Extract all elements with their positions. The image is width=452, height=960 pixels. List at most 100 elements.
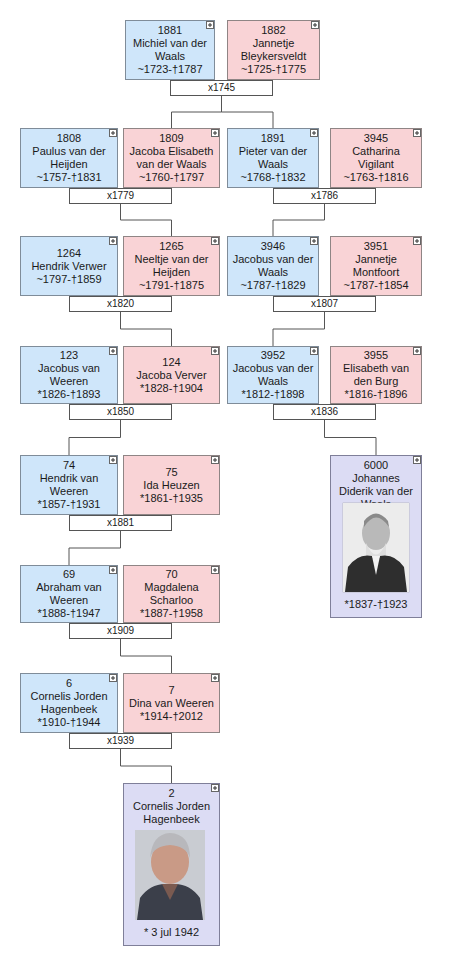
marriage-date: x1820 — [107, 298, 134, 310]
person-box: 3946Jacobus van der Waals~1787-†1829 — [227, 236, 319, 296]
life-dates: *1826-†1893 — [37, 388, 100, 401]
person-name: Jannetje Montfoort — [335, 253, 417, 279]
life-dates: ~1723-†1787 — [137, 63, 202, 76]
marriage-box: x1807 — [273, 296, 376, 312]
person-name: Pieter van der Waals — [232, 145, 314, 171]
person-box: 1881Michiel van der Waals~1723-†1787 — [125, 20, 215, 80]
expand-icon — [310, 237, 318, 245]
person-number: 69 — [63, 568, 75, 581]
life-dates: ~1725-†1775 — [241, 63, 306, 76]
expand-icon — [206, 21, 214, 29]
person-box: 6Cornelis Jorden Hagenbeek*1910-†1944 — [20, 673, 118, 733]
marriage-box: x1939 — [69, 733, 172, 749]
expand-icon — [109, 129, 117, 137]
person-number: 1808 — [57, 132, 81, 145]
life-dates: ~1797-†1859 — [36, 273, 101, 286]
person-box: 6000Johannes Diderik van der Waals *1837-… — [330, 455, 422, 618]
life-dates: *1888-†1947 — [37, 607, 100, 620]
marriage-box: x1786 — [273, 188, 376, 204]
person-number: 75 — [165, 466, 177, 479]
descent-line — [172, 96, 222, 128]
life-dates: ~1760-†1797 — [139, 171, 204, 184]
person-box: 1265Neeltje van der Heijden~1791-†1875 — [123, 236, 220, 296]
person-box: 1264Hendrik Verwer~1797-†1859 — [20, 236, 118, 296]
expand-icon — [109, 566, 117, 574]
person-name: Abraham van Weeren — [25, 581, 113, 607]
life-dates: ~1757-†1831 — [36, 171, 101, 184]
person-box: 3951Jannetje Montfoort~1787-†1854 — [330, 236, 422, 296]
expand-icon — [413, 237, 421, 245]
person-number: 6000 — [364, 459, 388, 472]
person-number: 3945 — [364, 132, 388, 145]
person-box: 7Dina van Weeren*1914-†2012 — [123, 673, 220, 733]
expand-icon — [311, 21, 319, 29]
person-name: Jacobus van Weeren — [25, 362, 113, 388]
life-dates: *1816-†1896 — [344, 388, 407, 401]
marriage-box: x1779 — [69, 188, 172, 204]
person-box: 1891Pieter van der Waals~1768-†1832 — [227, 128, 319, 188]
person-number: 74 — [63, 459, 75, 472]
expand-icon — [211, 347, 219, 355]
expand-icon — [310, 129, 318, 137]
expand-icon — [310, 347, 318, 355]
person-name: Johannes Diderik van der Waals — [335, 472, 417, 511]
expand-icon — [109, 237, 117, 245]
expand-icon — [109, 456, 117, 464]
marriage-date: x1745 — [208, 82, 235, 94]
expand-icon — [211, 129, 219, 137]
life-dates: *1828-†1904 — [140, 382, 203, 395]
marriage-box: x1881 — [69, 515, 172, 531]
life-dates: ~1787-†1829 — [240, 279, 305, 292]
descent-line — [273, 204, 325, 236]
person-number: 3955 — [364, 349, 388, 362]
person-number: 1882 — [261, 24, 285, 37]
person-name: Elisabeth van den Burg — [335, 362, 417, 388]
person-box: 3955Elisabeth van den Burg*1816-†1896 — [330, 346, 422, 404]
expand-icon — [109, 347, 117, 355]
life-dates: ~1787-†1854 — [343, 279, 408, 292]
person-box: 75Ida Heuzen*1861-†1935 — [123, 455, 220, 515]
person-number: 2 — [168, 787, 174, 800]
marriage-box: x1745 — [170, 80, 273, 96]
person-number: 7 — [168, 684, 174, 697]
person-name: Jacobus van der Waals — [232, 253, 314, 279]
expand-icon — [211, 237, 219, 245]
person-number: 1809 — [159, 132, 183, 145]
person-number: 70 — [165, 568, 177, 581]
marriage-box: x1836 — [273, 404, 376, 420]
marriage-date: x1939 — [107, 735, 134, 747]
marriage-date: x1807 — [311, 298, 338, 310]
descent-line — [273, 312, 325, 346]
life-dates: *1910-†1944 — [37, 716, 100, 729]
person-name: Paulus van der Heijden — [25, 145, 113, 171]
person-box: 74Hendrik van Weeren*1857-†1931 — [20, 455, 118, 515]
person-name: Magdalena Scharloo — [128, 581, 215, 607]
person-name: Catharina Vigilant — [335, 145, 417, 171]
person-name: Dina van Weeren — [129, 697, 214, 710]
marriage-date: x1850 — [107, 406, 134, 418]
descent-line — [69, 531, 121, 565]
life-dates: *1861-†1935 — [140, 492, 203, 505]
descent-line — [325, 420, 377, 455]
marriage-box: x1909 — [69, 623, 172, 639]
person-box: 1808Paulus van der Heijden~1757-†1831 — [20, 128, 118, 188]
marriage-date: x1836 — [311, 406, 338, 418]
person-number: 6 — [66, 677, 72, 690]
expand-icon — [413, 347, 421, 355]
marriage-date: x1786 — [311, 190, 338, 202]
person-name: Jacoba Verver — [136, 369, 206, 382]
life-dates: ~1791-†1875 — [139, 279, 204, 292]
person-name: Jacobus van der Waals — [232, 362, 314, 388]
person-number: 3951 — [364, 240, 388, 253]
life-dates: *1812-†1898 — [241, 388, 304, 401]
person-number: 124 — [162, 356, 180, 369]
life-dates: *1914-†2012 — [140, 710, 203, 723]
person-name: Hendrik van Weeren — [25, 472, 113, 498]
expand-icon — [109, 674, 117, 682]
person-number: 1891 — [261, 132, 285, 145]
person-name: Hendrik Verwer — [31, 260, 106, 273]
marriage-date: x1881 — [107, 517, 134, 529]
person-box: 124Jacoba Verver*1828-†1904 — [123, 346, 220, 404]
person-name: Neeltje van der Heijden — [128, 253, 215, 279]
life-dates: *1837-†1923 — [344, 598, 407, 611]
